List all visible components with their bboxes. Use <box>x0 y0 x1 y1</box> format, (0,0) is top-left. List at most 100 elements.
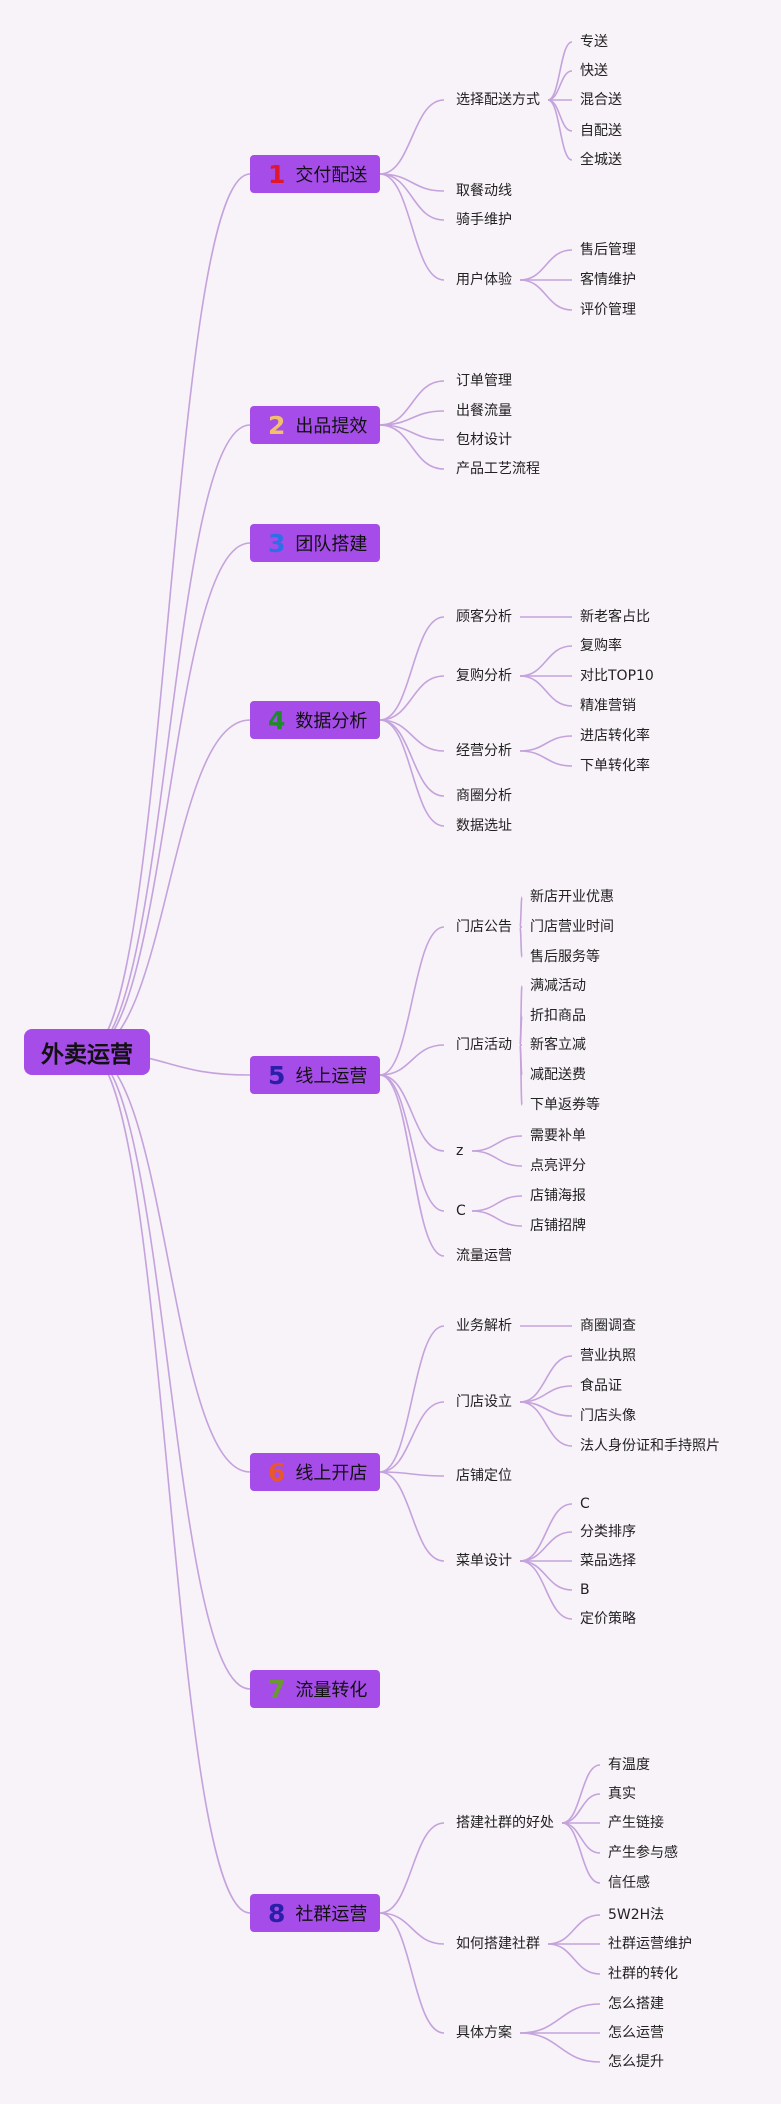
subtopic-label[interactable]: 骑手维护 <box>456 212 512 228</box>
leaf-label[interactable]: 满减活动 <box>530 978 586 994</box>
leaf-label[interactable]: 点亮评分 <box>530 1158 586 1174</box>
subtopic-label[interactable]: C <box>456 1203 466 1219</box>
leaf-label[interactable]: 售后服务等 <box>530 949 600 965</box>
leaf-label[interactable]: 进店转化率 <box>580 728 650 744</box>
leaf-label[interactable]: 专送 <box>580 34 608 50</box>
subtopic-label[interactable]: 门店设立 <box>456 1394 512 1410</box>
leaf-label[interactable]: 商圈调查 <box>580 1318 636 1334</box>
leaf-label[interactable]: 快送 <box>580 63 608 79</box>
leaf-label[interactable]: 产生参与感 <box>608 1845 678 1861</box>
leaf-connector <box>519 1044 523 1106</box>
leaf-label[interactable]: 门店营业时间 <box>530 919 614 935</box>
branch-number: 4 <box>268 705 286 735</box>
branch-connector-2 <box>86 424 251 1053</box>
subtopic-label[interactable]: 如何搭建社群 <box>456 1936 540 1952</box>
leaf-label[interactable]: 营业执照 <box>580 1348 636 1364</box>
branch-label: 线上开店 <box>295 1463 368 1484</box>
leaf-label[interactable]: 全城送 <box>580 152 622 168</box>
subtopic-label[interactable]: 取餐动线 <box>456 183 512 199</box>
subtopic-label[interactable]: 用户体验 <box>456 272 512 288</box>
leaf-label[interactable]: 怎么运营 <box>608 2025 664 2041</box>
subtopic-label[interactable]: 门店活动 <box>456 1037 512 1053</box>
subtopic-label[interactable]: 搭建社群的好处 <box>456 1815 554 1831</box>
leaf-label[interactable]: B <box>580 1582 590 1598</box>
leaf-label[interactable]: 社群的转化 <box>608 1966 678 1982</box>
leaf-label[interactable]: C <box>580 1496 590 1512</box>
subtopic-label[interactable]: 数据选址 <box>456 818 512 834</box>
leaf-connector <box>561 1764 601 1824</box>
leaf-label[interactable]: 社群运营维护 <box>608 1936 692 1952</box>
leaf-label[interactable]: 分类排序 <box>580 1524 636 1540</box>
leaf-label[interactable]: 信任感 <box>608 1875 650 1891</box>
subtopic-label[interactable]: 出餐流量 <box>456 403 512 419</box>
leaf-label[interactable]: 自配送 <box>580 123 622 139</box>
subtopic-label[interactable]: 门店公告 <box>456 919 512 935</box>
leaf-label[interactable]: 店铺海报 <box>530 1188 586 1204</box>
leaf-label[interactable]: 售后管理 <box>580 242 636 258</box>
subtopic-label[interactable]: 商圈分析 <box>456 788 512 804</box>
leaf-label[interactable]: 定价策略 <box>580 1611 636 1627</box>
branch-number: 2 <box>268 410 286 440</box>
root-node[interactable]: 外卖运营 <box>24 1029 150 1075</box>
leaf-label[interactable]: 折扣商品 <box>530 1008 586 1024</box>
leaf-label[interactable]: 对比TOP10 <box>580 668 654 684</box>
leaf-label[interactable]: 下单返券等 <box>530 1097 600 1113</box>
leaf-label[interactable]: 新店开业优惠 <box>530 889 614 905</box>
subtopic-label[interactable]: 流量运营 <box>456 1248 512 1264</box>
leaf-label[interactable]: 怎么提升 <box>608 2054 664 2070</box>
subtopic-connector <box>379 1471 445 1477</box>
leaf-label[interactable]: 需要补单 <box>530 1128 586 1144</box>
subtopic-label[interactable]: 订单管理 <box>456 373 512 389</box>
subtopic-label[interactable]: z <box>456 1143 464 1159</box>
leaf-label[interactable]: 怎么搭建 <box>608 1996 664 2012</box>
subtopic-label[interactable]: 复购分析 <box>456 668 512 684</box>
leaf-label[interactable]: 5W2H法 <box>608 1907 665 1923</box>
leaf-label[interactable]: 减配送费 <box>530 1067 586 1083</box>
leaf-label[interactable]: 新客立减 <box>530 1037 586 1053</box>
subtopic-label[interactable]: 菜单设计 <box>456 1553 512 1569</box>
leaf-label[interactable]: 下单转化率 <box>580 758 650 774</box>
leaf-label[interactable]: 食品证 <box>580 1378 622 1394</box>
leaf-connector <box>471 1195 523 1212</box>
leaf-label[interactable]: 菜品选择 <box>580 1553 636 1569</box>
branch-connector-7 <box>86 1051 251 1690</box>
subtopic-label[interactable]: 包材设计 <box>456 432 512 448</box>
subtopic-label[interactable]: 顾客分析 <box>456 609 512 625</box>
leaf-label[interactable]: 产生链接 <box>608 1815 664 1831</box>
branch-connector-1 <box>86 173 251 1053</box>
subtopic-label[interactable]: 选择配送方式 <box>456 92 540 108</box>
branch-number: 8 <box>268 1898 286 1928</box>
subtopic-connector <box>379 1471 445 1562</box>
leaf-label[interactable]: 精准营销 <box>580 698 636 714</box>
leaf-label[interactable]: 店铺招牌 <box>530 1218 586 1234</box>
leaf-connector <box>519 750 573 767</box>
leaf-label[interactable]: 评价管理 <box>580 302 636 318</box>
leaf-label[interactable]: 法人身份证和手持照片 <box>580 1438 720 1454</box>
leaf-label[interactable]: 门店头像 <box>580 1408 636 1424</box>
leaf-label[interactable]: 混合送 <box>580 92 622 108</box>
leaf-connector <box>547 41 573 101</box>
leaf-label[interactable]: 客情维护 <box>580 272 636 288</box>
leaf-connector <box>519 926 523 958</box>
subtopic-label[interactable]: 业务解析 <box>456 1318 512 1334</box>
subtopic-connector <box>379 1044 445 1076</box>
branch-label: 流量转化 <box>295 1680 368 1701</box>
subtopic-label[interactable]: 产品工艺流程 <box>456 461 540 477</box>
leaf-label[interactable]: 真实 <box>608 1786 636 1802</box>
leaf-label[interactable]: 新老客占比 <box>580 609 650 625</box>
subtopic-label[interactable]: 经营分析 <box>456 743 512 759</box>
subtopic-label[interactable]: 具体方案 <box>456 2025 512 2041</box>
subtopic-label[interactable]: 店铺定位 <box>456 1468 512 1484</box>
leaf-connector <box>547 1943 601 1975</box>
leaf-label[interactable]: 有温度 <box>608 1757 650 1773</box>
leaf-label[interactable]: 复购率 <box>580 638 622 654</box>
leaf-connector <box>519 1531 573 1562</box>
